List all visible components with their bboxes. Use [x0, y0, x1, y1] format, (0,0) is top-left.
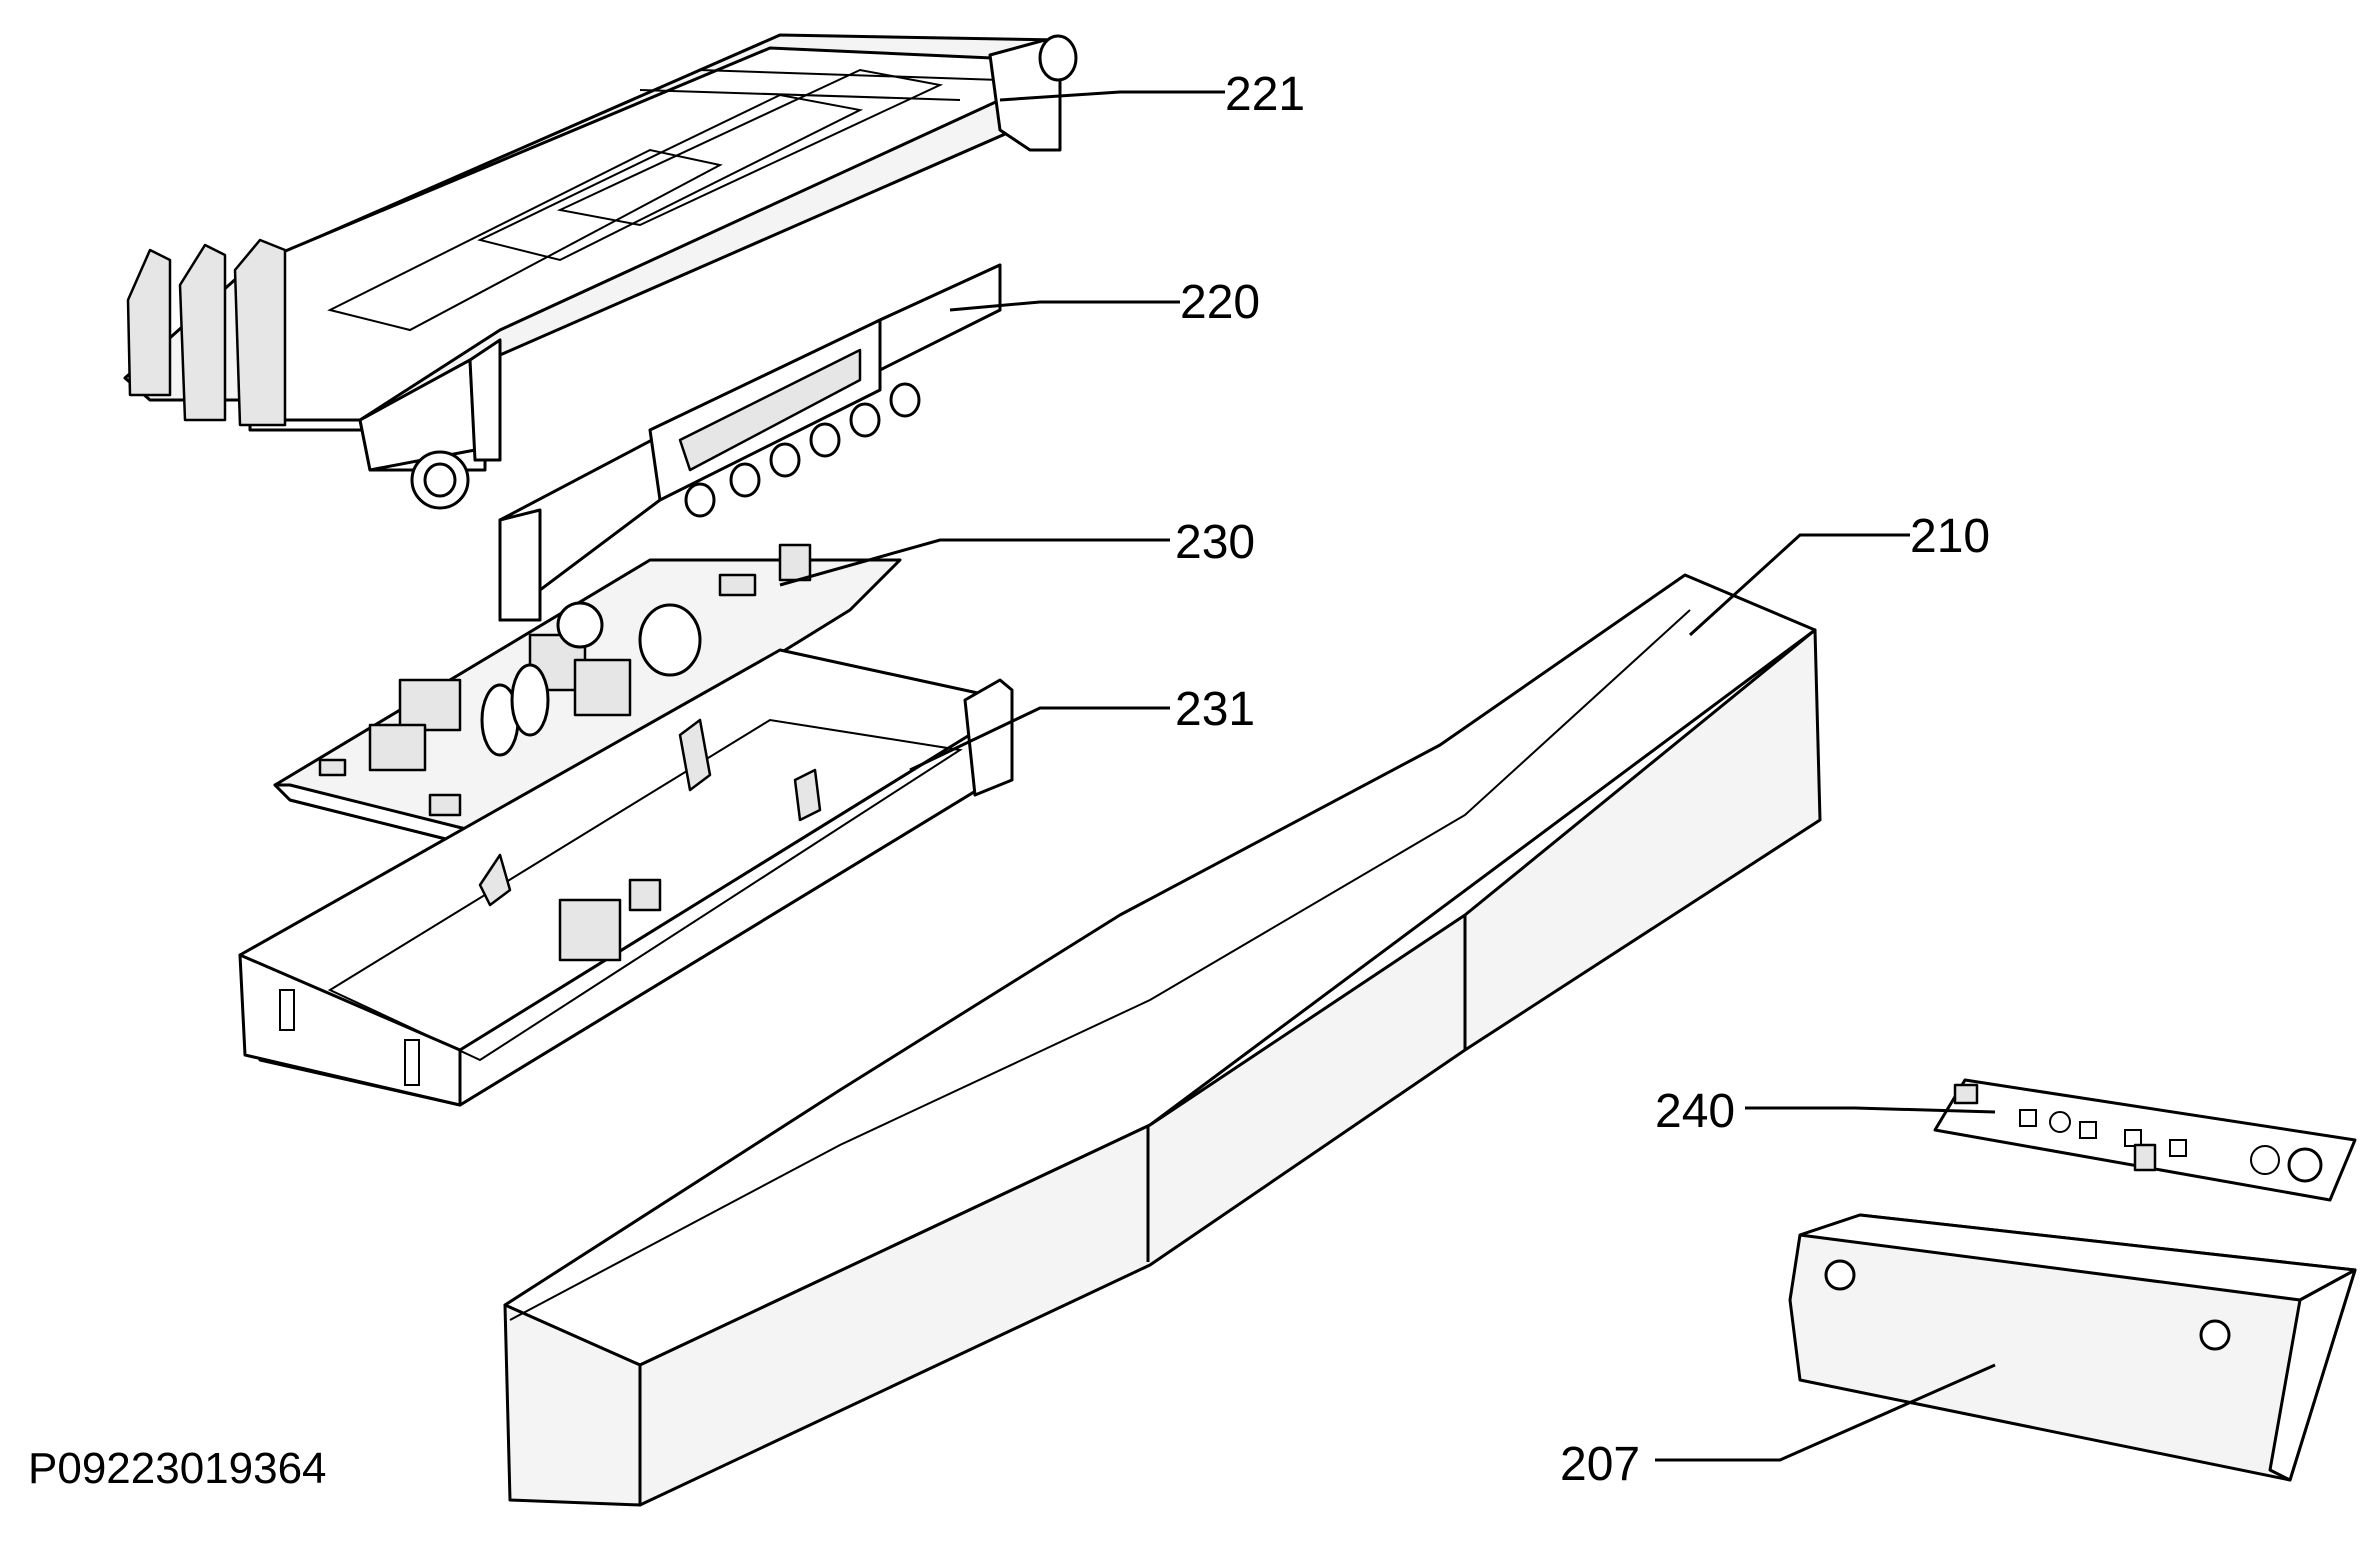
part-210-front-fascia — [503, 573, 1822, 1507]
callout-231: 231 — [1175, 683, 1255, 736]
part-221-cover-frame — [123, 33, 1078, 510]
callout-207: 207 — [1560, 1438, 1640, 1491]
callout-230: 230 — [1175, 516, 1255, 569]
leader-207 — [1655, 1363, 1996, 1462]
leader-231 — [909, 706, 1170, 772]
leader-221 — [999, 90, 1225, 102]
part-240-led-board — [1933, 1078, 2357, 1202]
callout-221: 221 — [1225, 68, 1305, 121]
leader-230 — [779, 538, 1170, 587]
leader-220 — [949, 300, 1180, 312]
part-220-display-panel — [498, 263, 1002, 622]
part-231-lower-housing — [238, 648, 1014, 1107]
leader-210 — [1688, 533, 1910, 637]
part-207-small-cover — [1788, 1213, 2357, 1482]
drawing-number: P09223019364 — [28, 1444, 327, 1493]
leader-240 — [1745, 1106, 1996, 1114]
callout-240: 240 — [1655, 1085, 1735, 1138]
callout-210: 210 — [1910, 510, 1990, 563]
callout-220: 220 — [1180, 276, 1260, 329]
part-230-main-pcb — [273, 543, 902, 847]
